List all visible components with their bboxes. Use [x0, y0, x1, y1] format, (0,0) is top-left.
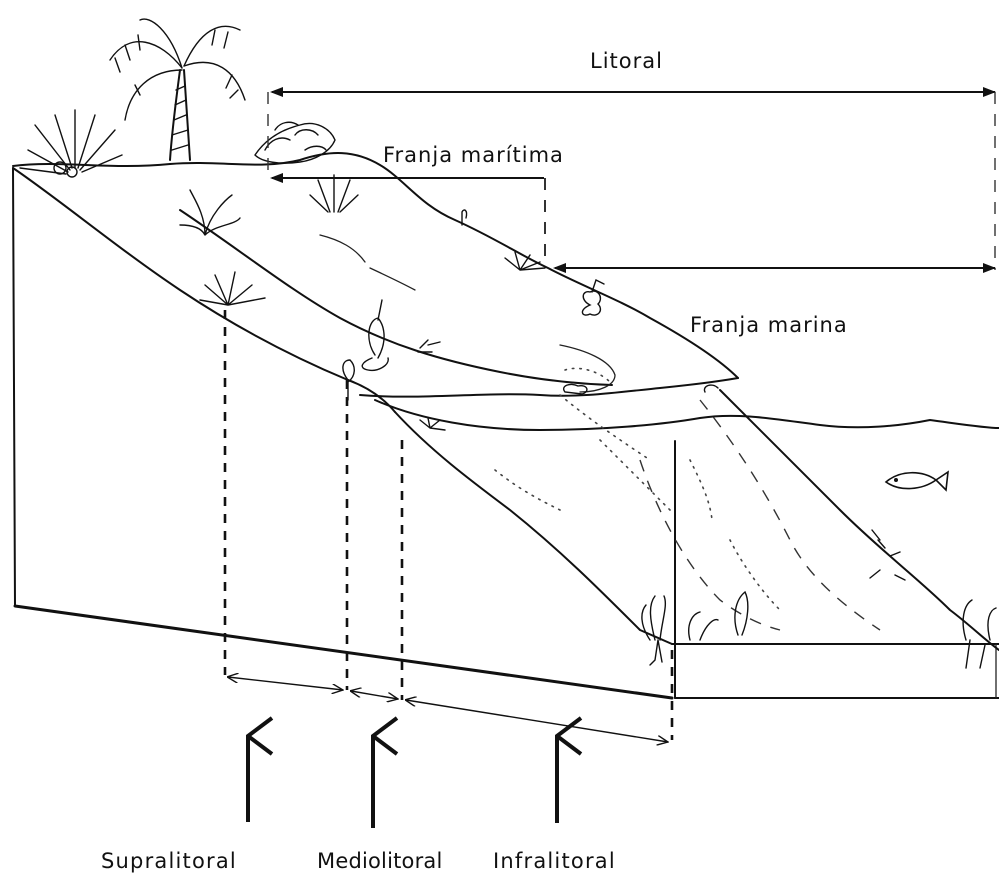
mediolitoral-span-arrow	[351, 691, 398, 699]
terrain-profile	[13, 153, 999, 650]
vegetation	[20, 19, 996, 668]
infralitoral-label: Infralitoral	[493, 849, 616, 873]
franja-maritima-dimension	[272, 178, 545, 262]
spiky-bush-icon	[20, 110, 122, 177]
sprout-icon	[462, 210, 467, 225]
franja-maritima-label: Franja marítima	[383, 143, 564, 167]
shrub-icon	[180, 190, 240, 235]
mediolitoral-label: Mediolitoral	[317, 849, 443, 873]
coastal-herb-icon	[505, 252, 545, 270]
litoral-label: Litoral	[590, 49, 663, 73]
franja-marina-label: Franja marina	[690, 313, 848, 337]
supralitoral-span-arrow	[228, 677, 343, 690]
zone-pointer-arrows	[248, 736, 557, 828]
grass-tuft-icon	[310, 175, 358, 212]
shell-icon	[704, 385, 718, 392]
leafy-bush-icon	[255, 122, 335, 163]
palm-tree-icon	[110, 19, 245, 160]
supralitoral-label: Supralitoral	[101, 849, 237, 873]
seagrass-icon	[642, 596, 665, 665]
block-outline	[13, 168, 999, 698]
zone-boundaries	[225, 310, 672, 740]
fish-icon	[886, 472, 948, 490]
litoral-dimension	[268, 92, 995, 270]
grass-tuft-2-icon	[200, 272, 265, 305]
beach-sprig-icon	[418, 340, 440, 352]
infralitoral-span-arrow	[406, 700, 668, 742]
mediolitoral-plant-icon	[343, 360, 354, 400]
